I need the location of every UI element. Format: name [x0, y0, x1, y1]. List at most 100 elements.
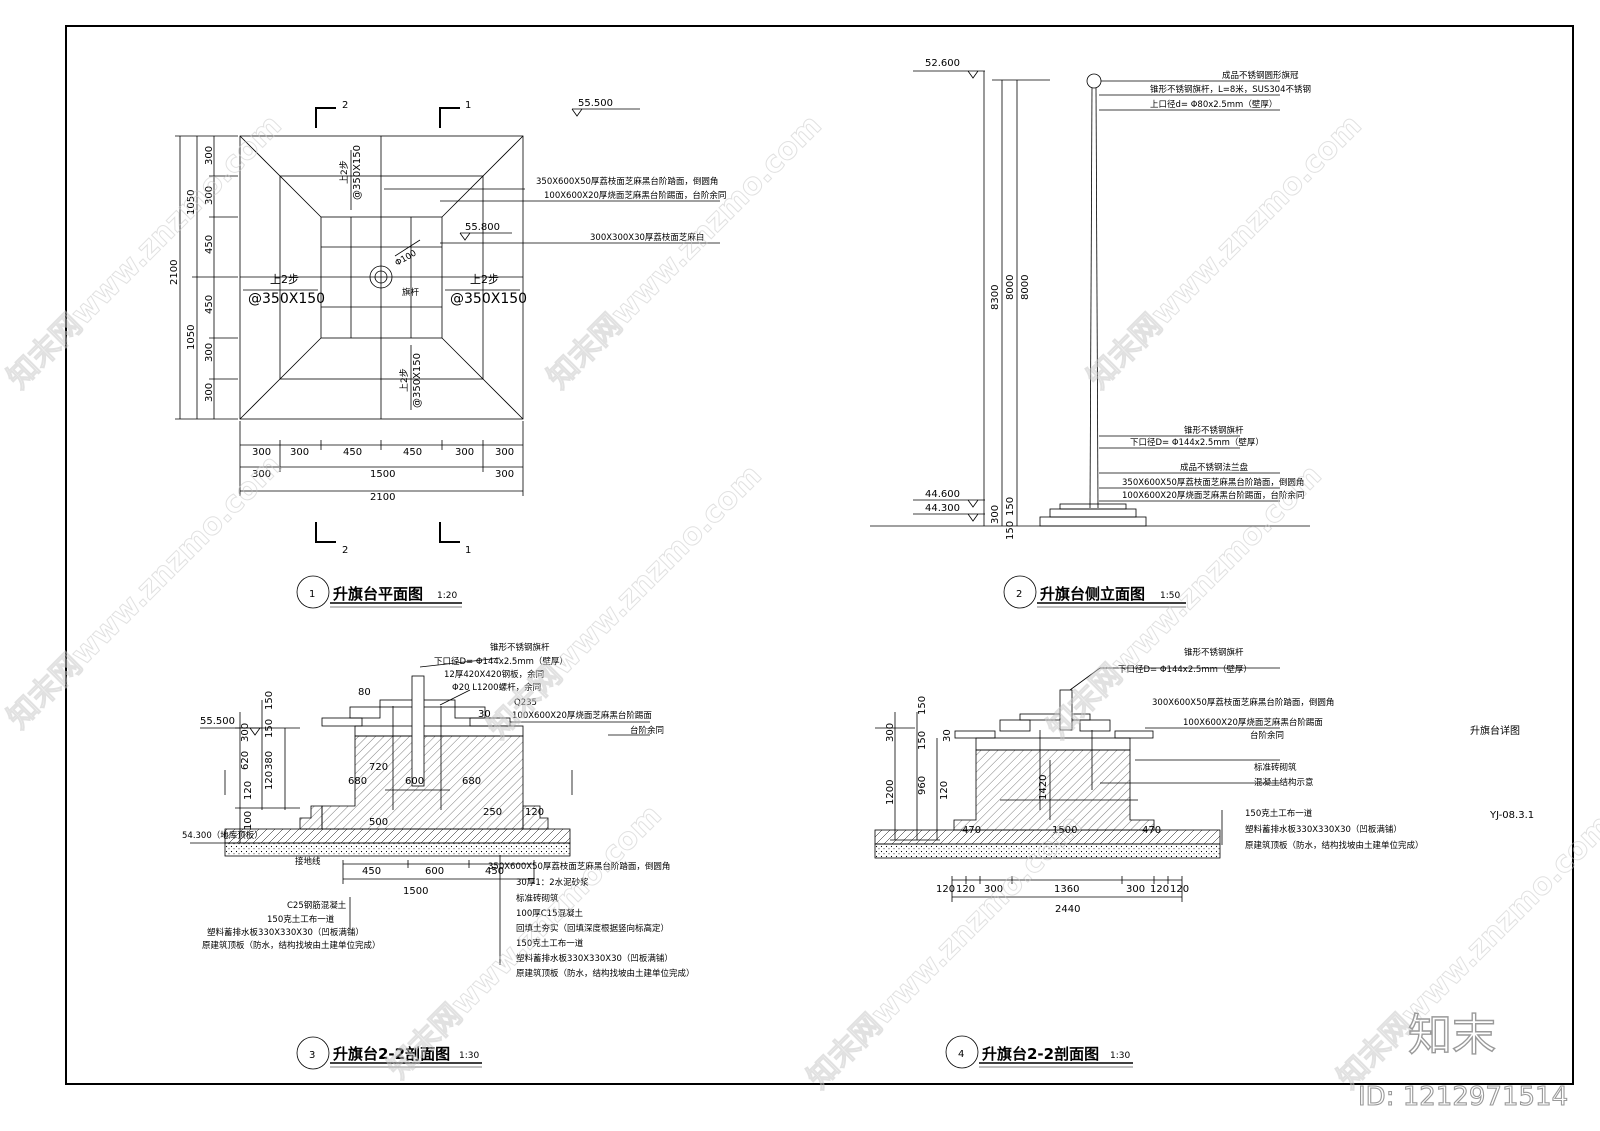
sheet-code: YJ-08.3.1: [1489, 810, 1534, 821]
plan-cut-2-bottom: 2: [342, 545, 348, 556]
sec3-bottom-note-7: 原建筑顶板（防水，结构找坡由土建单位完成）: [516, 968, 695, 979]
plan-left-group-1: 1050: [186, 325, 197, 350]
side-elevation: [870, 70, 1310, 609]
plan-step-left: 上2步: [270, 273, 299, 286]
plan-bottom-dim-5: 300: [495, 447, 514, 458]
sec3-bottom-note-1: 30厚1：2水泥砂浆: [516, 877, 589, 888]
section-3: [190, 657, 650, 1070]
sec4-bottom-dim-4: 300: [1126, 884, 1145, 895]
sec3-inner-dim-1: 600: [405, 776, 424, 787]
sec3-bottom-note-6: 塑料蓄排水板330X330X30（凹板满铺）: [516, 953, 673, 964]
sec3-bottom-note-4: 回填土夯实（回填深度根据竖向标高定）: [516, 923, 669, 934]
side-dim-150b: 150: [1005, 521, 1016, 540]
watermark-5: 知末网www.znzmo.com: [481, 458, 769, 746]
sheet-name: 升旗台详图: [1470, 724, 1520, 737]
side-elev-top: 52.600: [925, 58, 960, 69]
side-elev-base1: 44.600: [925, 489, 960, 500]
sec3-ground: 接地线: [295, 856, 321, 867]
watermark-1: 知末网www.znzmo.com: [1, 108, 289, 396]
plan-title: 升旗台平面图: [333, 585, 423, 603]
sec4-scale: 1:30: [1110, 1051, 1130, 1061]
sec3-bottom-note-5: 150克土工布一道: [516, 938, 584, 949]
sec3-top-note-3: Φ20 L1200螺杆，余同: [452, 682, 541, 693]
side-note-1: 成品不锈钢圆形旗冠: [1222, 70, 1299, 81]
sec3-left-note-0: C25钢筋混凝土: [287, 900, 347, 911]
sec3-left-dim-3: 620: [240, 751, 251, 770]
sec3-inner-dim-5: 250: [483, 807, 502, 818]
plan-bottom-group-2: 300: [495, 469, 514, 480]
side-note-2: 锥形不锈钢旗杆，L=8米，SUS304不锈钢: [1150, 84, 1311, 95]
watermark-3: 知末网www.znzmo.com: [1081, 108, 1369, 396]
plan-view: [175, 107, 720, 609]
plan-left-dim-5: 300: [204, 383, 215, 402]
plan-bottom-total-0: 2100: [370, 492, 395, 503]
sec3-left-dim-1: 300: [240, 723, 251, 742]
side-elev-base2: 44.300: [925, 503, 960, 514]
sec4-right-note-1: 100X600X20厚烧面芝麻黑台阶踢面: [1183, 717, 1323, 728]
sec3-right-note-2: 台阶余同: [630, 725, 664, 736]
plan-bottom-group-1: 1500: [370, 469, 395, 480]
sec4-bottom-note-1: 塑料蓄排水板330X330X30（凹板满铺）: [1245, 824, 1402, 835]
side-note-5: 下口径D= Φ144x2.5mm（壁厚）: [1130, 437, 1264, 448]
sec3-bottom-note-2: 标准砖砌筑: [516, 893, 559, 904]
sec3-left-dim-4: 380: [264, 751, 275, 770]
sec3-bottom-note-3: 100厚C15混凝土: [516, 908, 583, 919]
sec3-bottom-notes: 350X600X50厚荔枝面芝麻黑台阶踏面，倒圆角30厚1：2水泥砂浆标准砖砌筑…: [488, 861, 695, 979]
sec3-top-note-2: 12厚420X420钢板，余同: [444, 669, 544, 680]
plan-left-dim-2: 450: [204, 235, 215, 254]
side-note-8: 100X600X20厚烧面芝麻黑台阶踢面，台阶余同: [1122, 490, 1304, 501]
plan-left-dim-4: 300: [204, 343, 215, 362]
plan-left-dim-0: 300: [204, 146, 215, 165]
sec3-bottom-dim-2: 450: [485, 866, 504, 877]
side-dim-8000a: 8000: [1005, 275, 1016, 300]
sec4-left-dim-5: 120: [939, 781, 950, 800]
sec3-left-dim-0: 150: [264, 691, 275, 710]
sec3-left-dim-6: 120: [243, 781, 254, 800]
brand-id: ID: 1212971514: [1358, 1082, 1568, 1112]
plan-cut-2-top: 2: [342, 100, 348, 111]
sec3-inner-dim-4: 500: [369, 817, 388, 828]
sec3-scale: 1:30: [459, 1051, 479, 1061]
sec3-title: 升旗台2-2剖面图: [333, 1045, 450, 1063]
watermark-2: 知末网www.znzmo.com: [541, 108, 829, 396]
sec3-inner-dim-3: 720: [369, 762, 388, 773]
plan-scale: 1:20: [437, 591, 457, 601]
sec3-inner-dim-6: 120: [525, 807, 544, 818]
sec4-title-num: 4: [958, 1049, 964, 1060]
sec4-top-note-0: 锥形不锈钢旗杆: [1184, 647, 1244, 658]
plan-step-right-spacing: @350X150: [450, 291, 527, 307]
side-note-6: 成品不锈钢法兰盘: [1180, 462, 1249, 473]
sec4-bottom-dim-1: 120: [956, 884, 975, 895]
plan-step-top: 上2步: [339, 160, 350, 184]
sec3-right-note-1: 100X600X20厚烧面芝麻黑台阶踢面: [512, 710, 652, 721]
sec4-inner-dim-1: 1500: [1052, 825, 1077, 836]
side-dim-8300: 8300: [990, 285, 1001, 310]
sec4-bottom-dim-3: 1360: [1054, 884, 1079, 895]
plan-left-total-0: 2100: [169, 260, 180, 285]
sec3-left-dim-2: 150: [264, 719, 275, 738]
plan-step-left-spacing: @350X150: [248, 291, 325, 307]
sec3-inner-dim-0: 680: [348, 776, 367, 787]
sec3-inner-dim-8: 30: [478, 709, 491, 720]
plan-cut-1-top: 1: [465, 100, 471, 111]
plan-bottom-dim-4: 300: [455, 447, 474, 458]
sec3-top-note-4: Q235: [514, 698, 537, 708]
sec3-elev-bottom: 54.300（地库顶板）: [182, 830, 263, 841]
side-title-num: 2: [1016, 589, 1022, 600]
plan-note-1: 350X600X50厚荔枝面芝麻黑台阶踏面，倒圆角: [536, 176, 718, 187]
sec4-top-note-1: 下口径D= Φ144x2.5mm（壁厚）: [1118, 664, 1252, 675]
side-scale: 1:50: [1160, 591, 1180, 601]
plan-dia-label: Φ100: [394, 248, 419, 268]
sec4-right-note-4: 混凝土结构示意: [1254, 777, 1314, 788]
plan-step-right: 上2步: [470, 273, 499, 286]
side-note-4: 锥形不锈钢旗杆: [1184, 425, 1244, 436]
sec3-bottom-dim-0: 450: [362, 866, 381, 877]
sec4-bottom-dim-5: 120: [1150, 884, 1169, 895]
side-title: 升旗台侧立面图: [1040, 585, 1145, 603]
